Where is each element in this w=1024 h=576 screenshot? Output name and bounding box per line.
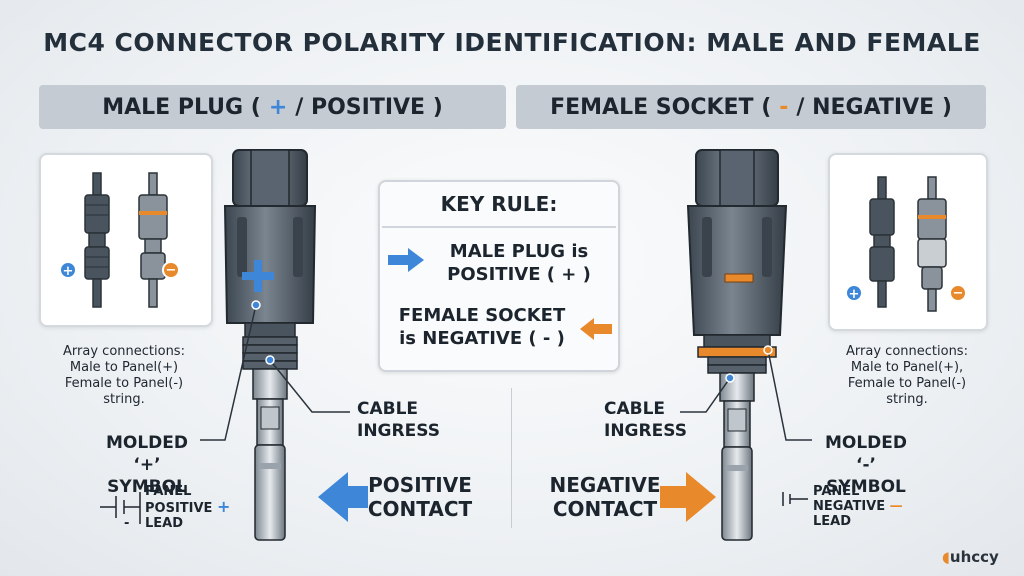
- positive-contact-label: POSITIVE CONTACT: [366, 473, 474, 521]
- label-line: INGRESS: [357, 421, 440, 441]
- lead-minus-mark: -: [124, 516, 130, 531]
- label-line: POSITIVE +: [145, 497, 231, 517]
- svg-text:−: −: [166, 263, 177, 278]
- svg-text:−: −: [953, 286, 964, 301]
- molded-minus-icon: [724, 268, 754, 283]
- female-rule-line: is NEGATIVE ( - ): [399, 328, 565, 349]
- svg-text:+: +: [63, 264, 74, 279]
- label-line: INGRESS: [604, 421, 687, 441]
- plus-icon: +: [216, 497, 231, 516]
- label-line: LEAD: [813, 514, 852, 529]
- female-rule-line: FEMALE SOCKET: [398, 305, 566, 326]
- label-line: MOLDED ‘-’: [824, 433, 908, 475]
- female-rule-arrow-icon: [580, 318, 612, 340]
- label-line: CABLE: [604, 399, 666, 419]
- label-line: NEGATIVE: [549, 473, 661, 497]
- left-caption: Array connections: Male to Panel(+) Fema…: [30, 344, 218, 408]
- female-rule: FEMALE SOCKET is NEGATIVE ( - ): [384, 304, 580, 350]
- key-rule-title: KEY RULE:: [440, 192, 558, 216]
- caption-line: Female to Panel(-): [847, 376, 967, 391]
- label-line: SYMBOL: [107, 477, 187, 497]
- panel-positive-lead-label: PANEL POSITIVE + LEAD: [145, 484, 230, 531]
- male-rule-line: MALE PLUG is: [449, 241, 589, 262]
- caption-line: Male to Panel(+): [69, 360, 179, 375]
- male-rule-arrow-icon: [388, 248, 424, 272]
- label-line: PANEL: [813, 484, 860, 499]
- page-title: MC4 CONNECTOR POLARITY IDENTIFICATION: M…: [43, 28, 981, 57]
- minus-icon: —: [889, 499, 903, 514]
- panel-negative-lead-label: PANEL NEGATIVE — LEAD: [813, 484, 903, 529]
- minus-symbol: -: [779, 94, 789, 120]
- label-line: NEGATIVE —: [813, 499, 903, 514]
- male-cable-ingress-label: CABLE INGRESS: [357, 398, 440, 442]
- male-rule: MALE PLUG is POSITIVE ( + ): [426, 240, 612, 286]
- label-line: MOLDED ‘+’: [105, 433, 189, 475]
- label-text: NEGATIVE: [813, 499, 886, 514]
- female-connector-drawing: [686, 149, 788, 541]
- plus-symbol: +: [268, 94, 288, 120]
- caption-line: Array connections:: [846, 344, 968, 359]
- caption-line: Male to Panel(+),: [850, 360, 964, 375]
- molded-plus-icon: [240, 258, 276, 294]
- key-divider: [382, 226, 616, 228]
- brand-logo: ◖uhccy: [942, 548, 999, 566]
- label-line: CABLE: [357, 399, 419, 419]
- connector-pair-icon-right: + −: [845, 176, 967, 312]
- male-rule-line: POSITIVE ( + ): [447, 264, 591, 285]
- label-line: LEAD: [145, 516, 184, 531]
- right-connector-illustration: + −: [828, 153, 988, 331]
- female-banner-prefix: FEMALE SOCKET (: [550, 94, 772, 120]
- male-plug-banner: MALE PLUG ( + / POSITIVE ): [39, 85, 506, 129]
- left-connector-illustration: + −: [39, 153, 213, 327]
- female-banner-suffix: / NEGATIVE ): [796, 94, 952, 120]
- caption-line: Array connections:: [63, 344, 185, 359]
- caption-line: string.: [103, 392, 145, 407]
- label-line: PANEL: [145, 484, 192, 499]
- male-molded-symbol-label: MOLDED ‘+’ SYMBOL: [96, 432, 198, 498]
- label-text: POSITIVE: [145, 501, 213, 516]
- caption-line: Female to Panel(-): [64, 376, 184, 391]
- female-socket-banner: FEMALE SOCKET ( - / NEGATIVE ): [516, 85, 986, 129]
- negative-contact-label: NEGATIVE CONTACT: [548, 473, 662, 521]
- female-cable-ingress-label: CABLE INGRESS: [604, 398, 687, 442]
- male-banner-prefix: MALE PLUG (: [102, 94, 261, 120]
- male-banner-suffix: / POSITIVE ): [295, 94, 443, 120]
- label-line: CONTACT: [367, 497, 473, 521]
- right-caption: Array connections: Male to Panel(+), Fem…: [818, 344, 996, 408]
- male-connector-drawing: [223, 149, 317, 541]
- label-line: POSITIVE: [368, 473, 472, 497]
- caption-line: string.: [886, 392, 928, 407]
- logo-icon: ◖: [942, 548, 950, 566]
- key-rule-box: KEY RULE: MALE PLUG is POSITIVE ( + ) FE…: [378, 180, 620, 372]
- center-divider: [511, 388, 512, 528]
- positive-contact-arrow-icon: [318, 472, 368, 522]
- connector-pair-icon: + −: [59, 172, 180, 308]
- female-molded-symbol-label: MOLDED ‘-’ SYMBOL: [814, 432, 918, 498]
- label-line: SYMBOL: [826, 477, 906, 497]
- label-line: CONTACT: [552, 497, 658, 521]
- logo-text: uhccy: [949, 548, 999, 566]
- svg-text:+: +: [849, 287, 860, 302]
